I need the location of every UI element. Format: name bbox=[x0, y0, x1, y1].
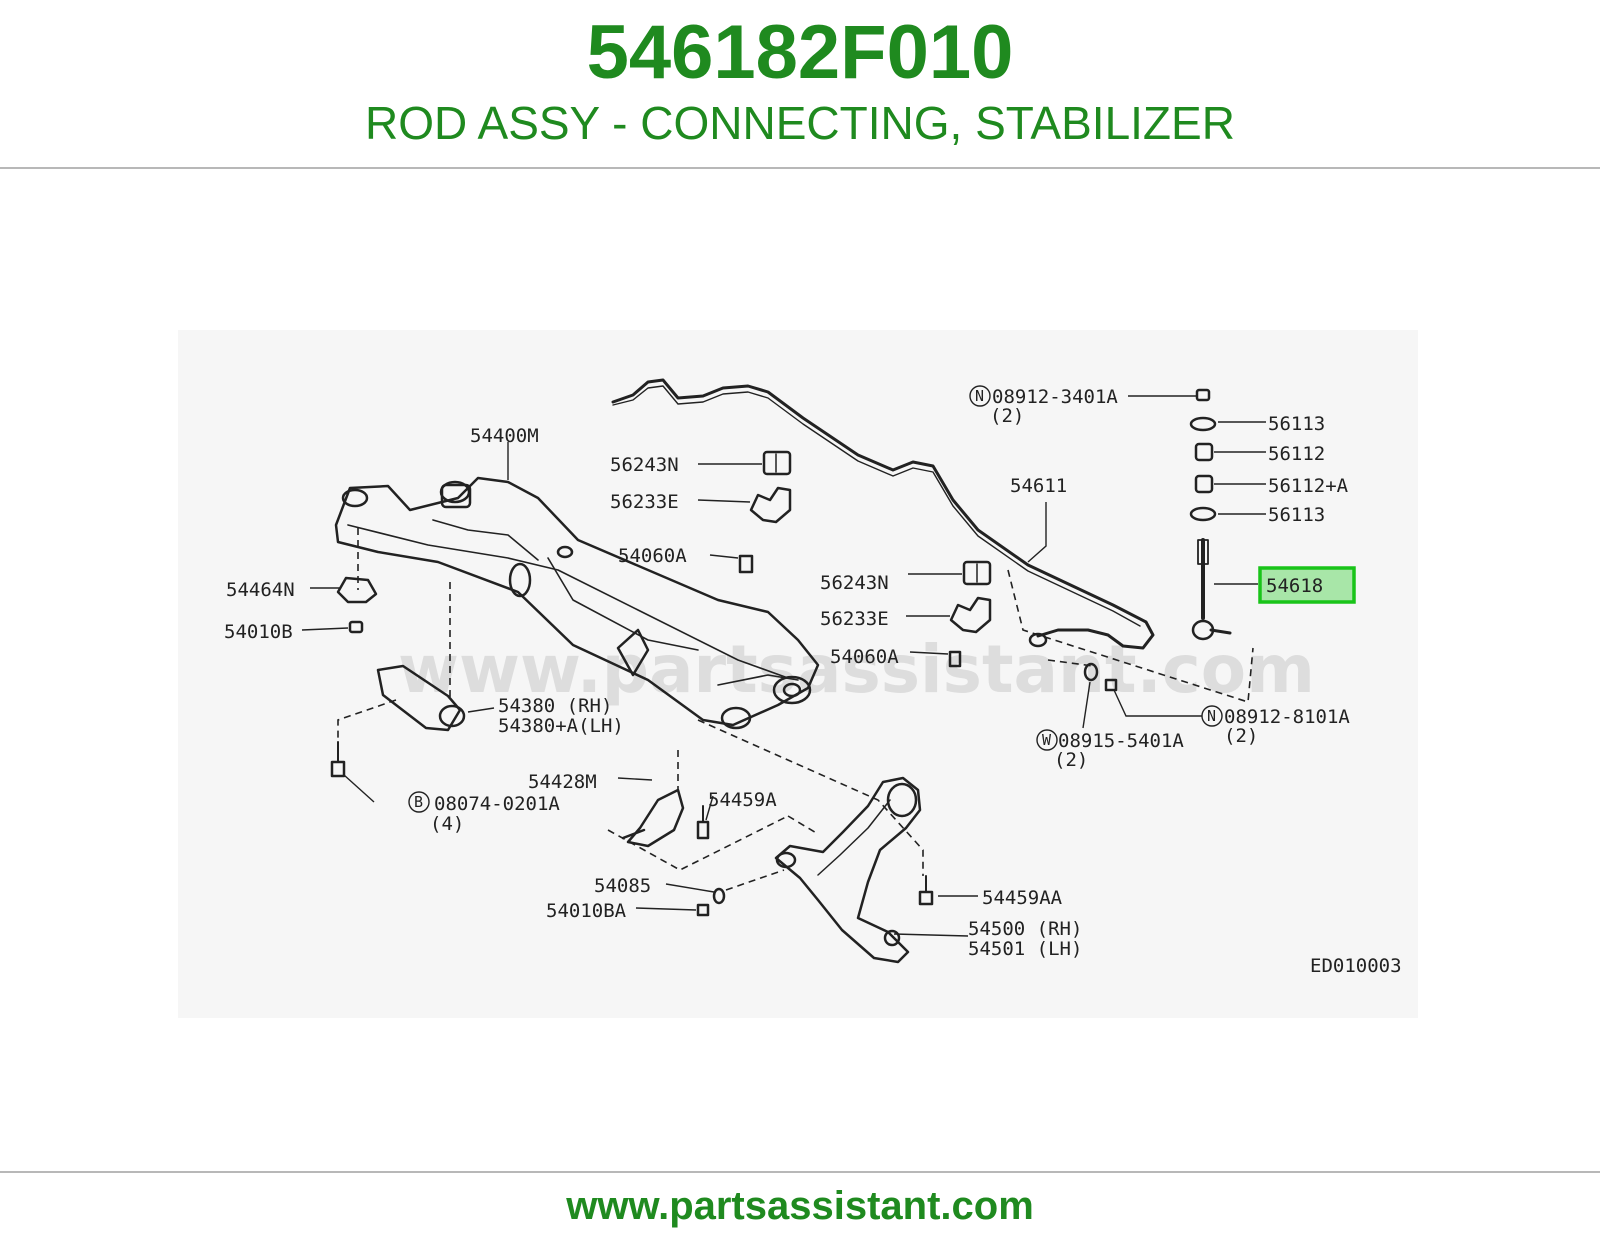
label-56112A: 56112+A bbox=[1268, 475, 1349, 497]
label-56113-upper: 56113 bbox=[1268, 413, 1325, 435]
label-56233E-upper: 56233E bbox=[610, 491, 679, 513]
exploded-view-svg: www.partsassistant.com bbox=[178, 330, 1418, 1018]
label-54010B: 54010B bbox=[224, 621, 293, 643]
label-08912-3401A: 08912-3401A bbox=[992, 386, 1118, 408]
header-divider bbox=[0, 167, 1600, 169]
circle-b: B bbox=[414, 793, 423, 811]
label-56243N-lower: 56243N bbox=[820, 572, 889, 594]
highlight-box-54618 bbox=[1258, 566, 1356, 604]
label-08912-8101A-qty: (2) bbox=[1224, 725, 1258, 747]
label-54618: 54618 bbox=[1266, 575, 1323, 597]
label-54500-rh: 54500 (RH) bbox=[968, 918, 1082, 940]
footer-divider bbox=[0, 1171, 1600, 1173]
label-54459AA: 54459AA bbox=[982, 887, 1063, 909]
label-56113-lower: 56113 bbox=[1268, 504, 1325, 526]
label-08915-5401A: 08915-5401A bbox=[1058, 730, 1184, 752]
label-54380-lh: 54380+A(LH) bbox=[498, 715, 624, 737]
label-08912-3401A-qty: (2) bbox=[990, 405, 1024, 427]
watermark: www.partsassistant.com bbox=[398, 631, 1315, 708]
parts-diagram: www.partsassistant.com bbox=[178, 330, 1418, 1018]
stabilizer-bar bbox=[611, 378, 1155, 650]
label-54611: 54611 bbox=[1010, 475, 1067, 497]
front-crossmember bbox=[334, 476, 820, 727]
circle-n-2: N bbox=[1207, 707, 1216, 725]
label-54428M: 54428M bbox=[528, 771, 597, 793]
label-08915-5401A-qty: (2) bbox=[1054, 749, 1088, 771]
label-56112: 56112 bbox=[1268, 443, 1325, 465]
label-08912-8101A: 08912-8101A bbox=[1224, 706, 1350, 728]
label-54085: 54085 bbox=[594, 875, 651, 897]
label-56233E-lower: 56233E bbox=[820, 608, 889, 630]
drawing-code: ED010003 bbox=[1310, 955, 1402, 977]
circle-w: W bbox=[1042, 731, 1052, 749]
label-54060A-upper: 54060A bbox=[618, 545, 687, 567]
label-54400M: 54400M bbox=[470, 425, 539, 447]
circle-n-1: N bbox=[975, 387, 984, 405]
label-54464N: 54464N bbox=[226, 579, 295, 601]
label-08074-0201A: 08074-0201A bbox=[434, 793, 560, 815]
footer-url[interactable]: www.partsassistant.com bbox=[566, 1184, 1034, 1228]
label-08074-qty: (4) bbox=[430, 813, 464, 835]
lower-control-arm bbox=[774, 776, 922, 964]
label-54380-rh: 54380 (RH) bbox=[498, 695, 612, 717]
part-number: 546182F010 bbox=[586, 10, 1014, 95]
label-54501-lh: 54501 (LH) bbox=[968, 938, 1082, 960]
label-54459A: 54459A bbox=[708, 789, 777, 811]
page-header: 546182F010 ROD ASSY - CONNECTING, STABIL… bbox=[0, 0, 1600, 168]
label-54060A-lower: 54060A bbox=[830, 646, 899, 668]
label-54010BA: 54010BA bbox=[546, 900, 627, 922]
label-56243N-upper: 56243N bbox=[610, 454, 679, 476]
part-description: ROD ASSY - CONNECTING, STABILIZER bbox=[365, 97, 1235, 149]
